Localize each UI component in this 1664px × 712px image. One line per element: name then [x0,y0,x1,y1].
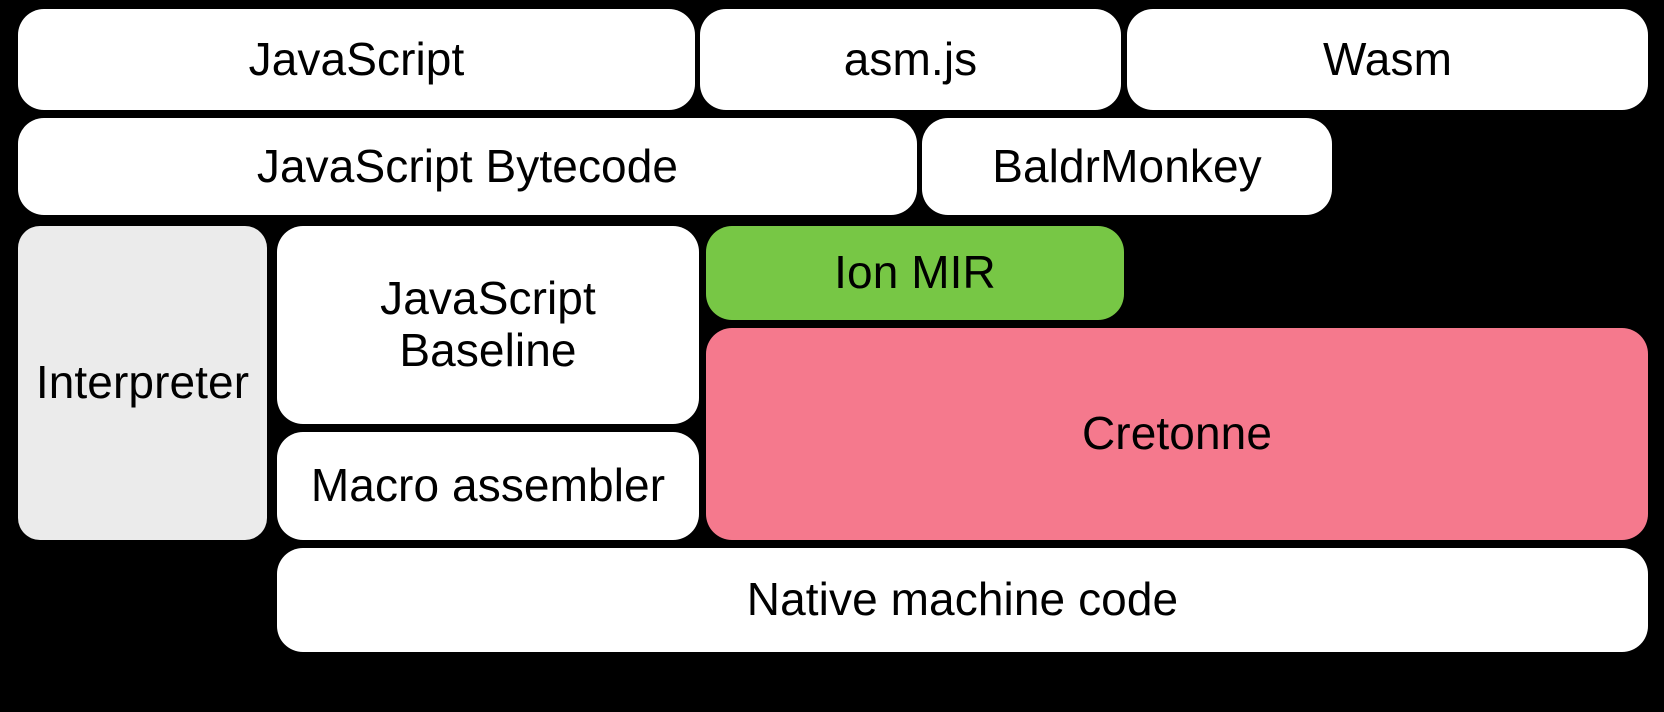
node-javascript-baseline: JavaScript Baseline [277,226,699,424]
node-baldrmonkey: BaldrMonkey [922,118,1332,215]
node-wasm: Wasm [1127,9,1648,110]
node-macro-assembler: Macro assembler [277,432,699,540]
node-ion-mir: Ion MIR [706,226,1124,320]
node-cretonne: Cretonne [706,328,1648,540]
node-interpreter: Interpreter [18,226,267,540]
node-javascript: JavaScript [18,9,695,110]
node-javascript-bytecode: JavaScript Bytecode [18,118,917,215]
node-native-machine-code: Native machine code [277,548,1648,652]
node-asm-js: asm.js [700,9,1121,110]
